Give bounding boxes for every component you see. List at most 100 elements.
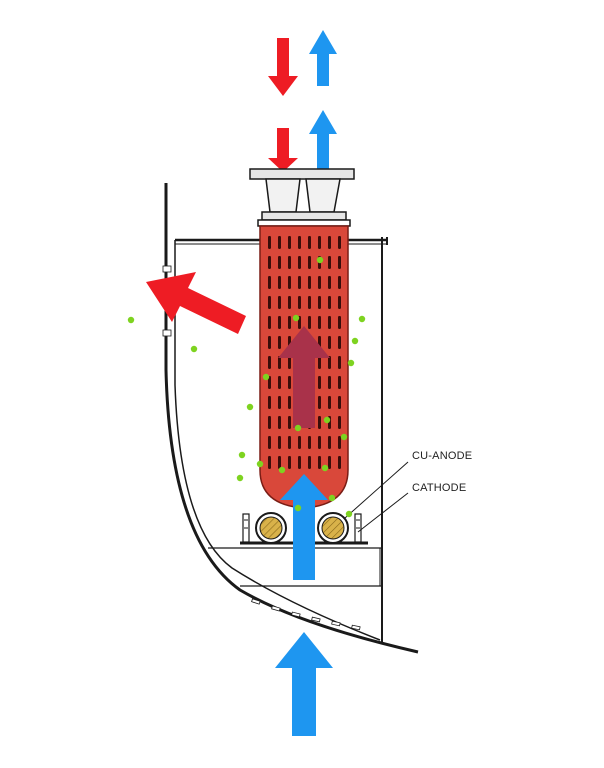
ion-particle [294, 424, 302, 432]
ion-particle [190, 345, 198, 353]
perforation-slot [268, 436, 271, 449]
ion-particle [358, 315, 366, 323]
ion-particle [294, 504, 302, 512]
perforation-slot [328, 236, 331, 249]
perforation-slot [318, 356, 321, 369]
arrow-up-icon [309, 110, 337, 170]
perforation-slot [278, 356, 281, 369]
perforation-slot [338, 376, 341, 389]
ion-particle [127, 316, 135, 324]
perforation-slot [318, 276, 321, 289]
anode-leader-line [344, 461, 409, 519]
ion-particle [321, 464, 329, 472]
perforation-slot [278, 336, 281, 349]
hull-inner-wall [174, 240, 381, 641]
perforation-slot [268, 236, 271, 249]
perforation-slot [338, 356, 341, 369]
ion-particle [340, 433, 348, 441]
ion-particle [236, 474, 244, 482]
perforation-slot [328, 456, 331, 469]
perforation-slot [288, 436, 291, 449]
cathode-label: CATHODE [412, 482, 467, 494]
perforation-slot [318, 436, 321, 449]
perforation-slot [268, 256, 271, 269]
arrow-diagonal-icon [146, 272, 246, 334]
perforation-slot [298, 276, 301, 289]
perforation-slot [308, 256, 311, 269]
perforation-slot [318, 316, 321, 329]
perforation-slot [328, 396, 331, 409]
perforation-slot [328, 356, 331, 369]
perforation-slot [318, 296, 321, 309]
ion-particle [278, 466, 286, 474]
perforation-slot [278, 276, 281, 289]
perforation-slot [278, 396, 281, 409]
ion-particle [351, 337, 359, 345]
perforation-slot [328, 296, 331, 309]
perforation-slot [268, 316, 271, 329]
perforation-slot [278, 376, 281, 389]
perforation-slot [278, 316, 281, 329]
perforation-slot [268, 276, 271, 289]
perforation-slot [298, 236, 301, 249]
filter-column [259, 225, 349, 509]
perforation-slot [288, 396, 291, 409]
filter-head [249, 168, 355, 227]
perforation-slot [338, 236, 341, 249]
perforation-slot [278, 256, 281, 269]
ion-particle [316, 256, 324, 264]
perforation-slot [308, 276, 311, 289]
perforation-slot [268, 376, 271, 389]
perforation-slot [328, 376, 331, 389]
perforation-slot [308, 456, 311, 469]
perforation-slot [338, 316, 341, 329]
perforation-slot [338, 456, 341, 469]
top-flow-arrows [268, 30, 337, 172]
ion-particle [345, 510, 353, 518]
ion-particle [256, 460, 264, 468]
perforation-slot [338, 276, 341, 289]
perforation-slot [338, 436, 341, 449]
perforation-slot [318, 236, 321, 249]
ion-particle [246, 403, 254, 411]
ion-particle [238, 451, 246, 459]
perforation-slot [278, 436, 281, 449]
perforation-slot [338, 336, 341, 349]
perforation-slot [268, 456, 271, 469]
perforation-slot [288, 356, 291, 369]
perforation-slot [328, 316, 331, 329]
cathode-leader-line [357, 492, 409, 533]
perforation-slot [278, 416, 281, 429]
arrow-up-icon [278, 326, 330, 428]
perforation-slot [318, 456, 321, 469]
arrow-up-icon [280, 474, 328, 580]
perforation-slot [328, 436, 331, 449]
perforation-slot [278, 296, 281, 309]
ion-particle [323, 416, 331, 424]
perforation-slot [278, 236, 281, 249]
cu-anode-label: CU-ANODE [412, 450, 473, 462]
perforation-slot [268, 336, 271, 349]
hull-outer-wall [164, 183, 419, 654]
perforation-slot [288, 256, 291, 269]
perforation-slot [268, 416, 271, 429]
arrow-down-icon [268, 128, 298, 172]
perforation-slot [318, 396, 321, 409]
ion-particle [347, 359, 355, 367]
arrow-up-icon [275, 632, 333, 736]
perforation-slot [288, 316, 291, 329]
perforation-slot [288, 236, 291, 249]
ion-particle [328, 494, 336, 502]
perforation-slot [338, 416, 341, 429]
perforation-slot [328, 256, 331, 269]
perforation-slot [278, 456, 281, 469]
cu-anode-left [255, 512, 287, 544]
arrow-up-icon [309, 30, 337, 86]
perforation-slot [308, 316, 311, 329]
perforation-slot [308, 236, 311, 249]
perforation-slot [288, 456, 291, 469]
perforation-slot [308, 296, 311, 309]
ion-particle [292, 314, 300, 322]
perforation-slot [288, 276, 291, 289]
